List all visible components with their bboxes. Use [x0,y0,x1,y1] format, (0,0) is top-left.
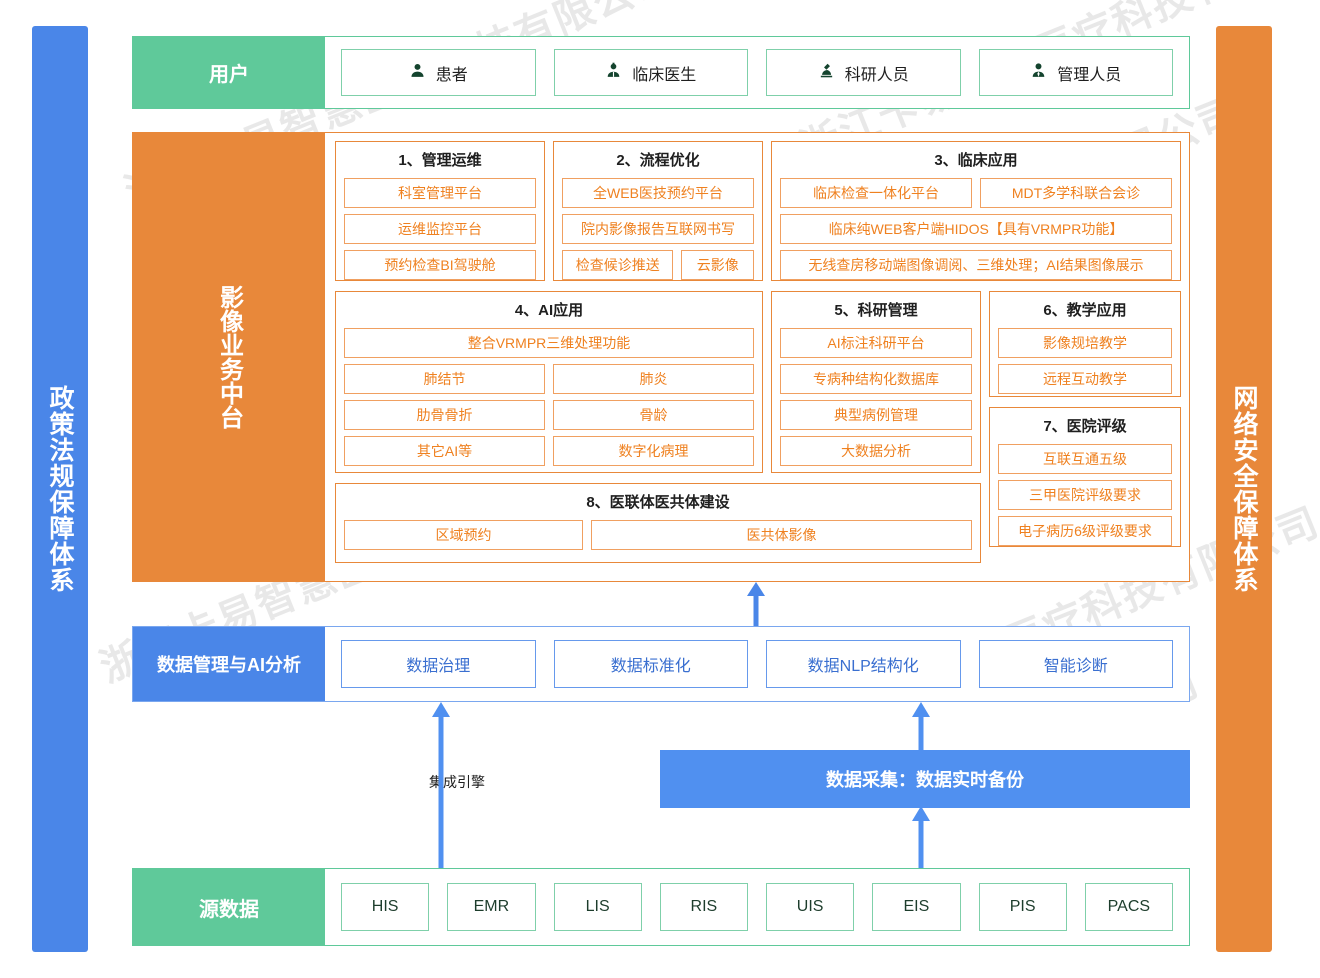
user-chip-patient[interactable]: 患者 [341,49,536,96]
group-process-optimization: 2、流程优化 全WEB医技预约平台 院内影像报告互联网书写 检查候诊推送 云影像 [553,141,763,281]
group-clinical-application: 3、临床应用 临床检查一体化平台 MDT多学科联合会诊 临床纯WEB客户端HID… [771,141,1181,281]
data-management-items: 数据治理 数据标准化 数据NLP结构化 智能诊断 [325,627,1189,701]
group-item[interactable]: 三甲医院评级要求 [998,480,1172,510]
group-medical-consortium: 8、医联体医共体建设 区域预约 医共体影像 [335,483,981,563]
user-chip-label: 临床医生 [632,66,697,84]
source-chip-pis[interactable]: PIS [978,883,1067,931]
user-row: 用户 患者 临床医生 科研人员 [132,36,1190,109]
arrow-data-to-platform [745,582,767,633]
group-item-row: 肋骨骨折 骨龄 [344,400,754,430]
group-item[interactable]: 专病种结构化数据库 [780,364,972,394]
data-chip-nlp[interactable]: 数据NLP结构化 [766,640,961,688]
group-teaching-application: 6、教学应用 影像规培教学 远程互动教学 [989,291,1181,397]
group-item-row: 肺结节 肺炎 [344,364,754,394]
imaging-platform-label-text: 影像业务中台 [215,285,243,429]
group-item[interactable]: 临床检查一体化平台 [780,178,972,208]
group-title: 1、管理运维 [398,152,482,169]
user-chip-label: 管理人员 [1057,66,1122,84]
user-chip-researcher[interactable]: 科研人员 [766,49,961,96]
group-item[interactable]: 肺结节 [344,364,545,394]
imaging-platform-body: 1、管理运维 科室管理平台 运维监控平台 预约检查BI驾驶舱 2、流程优化 全W… [325,133,1189,581]
data-collection-bar: 数据采集：数据实时备份 [660,750,1190,808]
group-title: 8、医联体医共体建设 [586,494,730,511]
arrow-source-to-data-left [430,702,452,873]
group-item[interactable]: 远程互动教学 [998,364,1172,394]
group-title: 7、医院评级 [1043,418,1127,435]
group-item[interactable]: 典型病例管理 [780,400,972,430]
group-item-row: 区域预约 医共体影像 [344,520,972,550]
group-item[interactable]: 临床纯WEB客户端HIDOS【具有VRMPR功能】 [780,214,1172,244]
data-chip-governance[interactable]: 数据治理 [341,640,536,688]
microscope-icon [818,62,835,84]
group-item[interactable]: 肋骨骨折 [344,400,545,430]
policy-regulation-label: 政策法规保障体系 [46,385,74,593]
source-data-items: HIS EMR LIS RIS UIS EIS PIS PACS [325,869,1189,945]
group-item[interactable]: 运维监控平台 [344,214,536,244]
source-data-label: 源数据 [133,869,325,945]
data-management-label: 数据管理与AI分析 [133,627,325,701]
group-item[interactable]: 预约检查BI驾驶舱 [344,250,536,280]
group-item[interactable]: 云影像 [681,250,754,280]
group-item[interactable]: 区域预约 [344,520,583,550]
source-chip-uis[interactable]: UIS [766,883,855,931]
group-item-row: 临床检查一体化平台 MDT多学科联合会诊 [780,178,1172,208]
user-items: 患者 临床医生 科研人员 管理人员 [325,37,1189,108]
user-chip-administrator[interactable]: 管理人员 [978,49,1173,96]
group-management-ops: 1、管理运维 科室管理平台 运维监控平台 预约检查BI驾驶舱 [335,141,545,281]
arrow-source-to-collection [910,806,932,873]
group-item[interactable]: 全WEB医技预约平台 [562,178,754,208]
source-data-row: 源数据 HIS EMR LIS RIS UIS EIS PIS PACS [132,868,1190,946]
source-chip-eis[interactable]: EIS [872,883,961,931]
user-chip-label: 科研人员 [844,66,909,84]
group-item[interactable]: 无线查房移动端图像调阅、三维处理；AI结果图像展示 [780,250,1172,280]
user-icon [409,62,426,84]
imaging-platform-row: 影像业务中台 1、管理运维 科室管理平台 运维监控平台 预约检查BI驾驶舱 2、… [132,132,1190,582]
group-title: 3、临床应用 [934,152,1018,169]
user-chip-clinician[interactable]: 临床医生 [553,49,748,96]
group-item[interactable]: 检查候诊推送 [562,250,674,280]
network-security-bar: 网络安全保障体系 [1216,26,1272,952]
group-item[interactable]: 骨龄 [553,400,754,430]
group-item[interactable]: 科室管理平台 [344,178,536,208]
group-item-row: 检查候诊推送 云影像 [562,250,754,280]
source-chip-ris[interactable]: RIS [659,883,748,931]
network-security-label: 网络安全保障体系 [1230,385,1258,593]
group-title: 6、教学应用 [1043,302,1127,319]
group-title: 2、流程优化 [616,152,700,169]
user-chip-label: 患者 [435,66,468,84]
integration-engine-label: 集成引擎 [429,774,485,790]
arrow-collection-to-data [910,702,932,757]
group-item[interactable]: MDT多学科联合会诊 [980,178,1172,208]
source-chip-emr[interactable]: EMR [447,883,536,931]
data-chip-standardization[interactable]: 数据标准化 [553,640,748,688]
group-item[interactable]: AI标注科研平台 [780,328,972,358]
group-item[interactable]: 互联互通五级 [998,444,1172,474]
group-item[interactable]: 院内影像报告互联网书写 [562,214,754,244]
imaging-platform-label: 影像业务中台 [133,133,325,581]
group-title: 5、科研管理 [834,302,918,319]
group-item[interactable]: 数字化病理 [553,436,754,466]
doctor-icon [605,62,622,84]
data-chip-intelligent-diagnosis[interactable]: 智能诊断 [978,640,1173,688]
source-chip-lis[interactable]: LIS [553,883,642,931]
policy-regulation-bar: 政策法规保障体系 [32,26,88,952]
group-item[interactable]: 肺炎 [553,364,754,394]
group-item[interactable]: 整合VRMPR三维处理功能 [344,328,754,358]
data-management-row: 数据管理与AI分析 数据治理 数据标准化 数据NLP结构化 智能诊断 [132,626,1190,702]
group-item[interactable]: 医共体影像 [590,520,972,550]
group-item[interactable]: 影像规培教学 [998,328,1172,358]
group-item-row: 其它AI等 数字化病理 [344,436,754,466]
source-chip-his[interactable]: HIS [341,883,430,931]
integration-area: 数据采集：数据实时备份 集成引擎 [132,702,1190,868]
group-research-management: 5、科研管理 AI标注科研平台 专病种结构化数据库 典型病例管理 大数据分析 [771,291,981,473]
group-title: 4、AI应用 [514,302,584,319]
group-hospital-rating: 7、医院评级 互联互通五级 三甲医院评级要求 电子病历6级评级要求 [989,407,1181,547]
source-chip-pacs[interactable]: PACS [1084,883,1173,931]
group-ai-application: 4、AI应用 整合VRMPR三维处理功能 肺结节 肺炎 肋骨骨折 骨龄 其它AI… [335,291,763,473]
group-item[interactable]: 大数据分析 [780,436,972,466]
user-row-label: 用户 [133,37,325,108]
group-item[interactable]: 电子病历6级评级要求 [998,516,1172,546]
manager-icon [1030,62,1047,84]
group-item[interactable]: 其它AI等 [344,436,545,466]
